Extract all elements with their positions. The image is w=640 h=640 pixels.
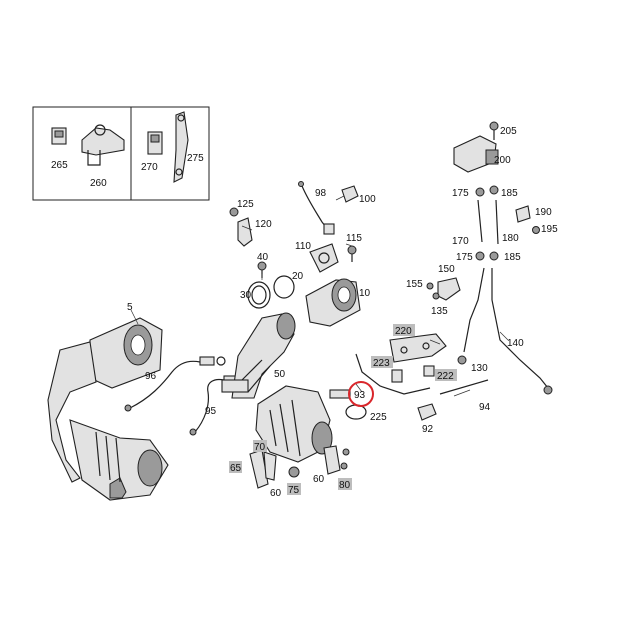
label-130: 130 — [471, 363, 488, 374]
label-115: 115 — [346, 233, 362, 244]
bracket-260-drawing — [81, 124, 125, 166]
nut-75-drawing — [288, 466, 300, 478]
label-30: 30 — [240, 290, 252, 301]
bolt-115-drawing — [347, 245, 357, 262]
label-185b: 185 — [504, 252, 521, 263]
clamp-30-drawing — [247, 281, 271, 309]
label-205: 205 — [500, 126, 517, 137]
label-185a: 185 — [501, 188, 518, 199]
bracket-150-drawing — [426, 277, 461, 301]
label-40: 40 — [257, 252, 269, 263]
clamp-100-drawing — [341, 185, 359, 203]
label-190: 190 — [535, 207, 552, 218]
tube-94-drawing — [439, 379, 489, 395]
part-labels: 5 10 20 30 40 50 60 60 65 70 75 80 92 93… — [51, 126, 558, 499]
label-120: 120 — [255, 219, 272, 230]
label-175a: 175 — [452, 188, 469, 199]
label-195: 195 — [541, 224, 558, 235]
label-225: 225 — [370, 412, 387, 423]
highlight-circle-93 — [348, 381, 374, 407]
label-98: 98 — [315, 188, 327, 199]
label-65: 65 — [230, 463, 242, 474]
label-100: 100 — [359, 194, 376, 205]
label-20: 20 — [292, 271, 304, 282]
label-92: 92 — [422, 424, 434, 435]
clip-270-drawing — [147, 131, 163, 155]
catalytic-converter-10-drawing — [305, 278, 361, 327]
label-94: 94 — [479, 402, 491, 413]
hose-170-180-drawing — [475, 185, 499, 261]
gasket-20-drawing — [273, 275, 295, 299]
label-260: 260 — [90, 178, 107, 189]
label-125: 125 — [237, 199, 254, 210]
label-155: 155 — [406, 279, 423, 290]
label-110: 110 — [295, 241, 311, 252]
label-boxes — [229, 324, 457, 495]
inset-box — [32, 106, 210, 201]
fitting-190-195-drawing — [515, 205, 540, 234]
label-75: 75 — [288, 485, 300, 496]
sensor-cable-96-drawing — [124, 356, 226, 412]
label-270: 270 — [141, 162, 158, 173]
label-222: 222 — [437, 371, 454, 382]
label-80: 80 — [339, 480, 351, 491]
label-96: 96 — [145, 371, 157, 382]
label-170: 170 — [452, 236, 469, 247]
clamp-223-drawing — [391, 369, 403, 383]
pipe-140-drawing — [457, 267, 553, 395]
leader-lines — [130, 195, 509, 397]
bracket-120-drawing — [229, 207, 253, 247]
label-60b: 60 — [313, 474, 325, 485]
nut-92-drawing — [417, 403, 437, 421]
front-pipe-50-drawing — [221, 312, 296, 399]
label-223: 223 — [373, 358, 390, 369]
label-140: 140 — [507, 338, 524, 349]
catalytic-converter-left-drawing — [47, 317, 169, 501]
bracket-275-drawing — [173, 111, 189, 183]
clip-265-drawing — [51, 127, 67, 145]
bracket-70-drawing — [249, 449, 277, 489]
label-95: 95 — [205, 406, 217, 417]
label-175b: 175 — [456, 252, 473, 263]
label-200: 200 — [494, 155, 511, 166]
label-220: 220 — [395, 326, 412, 337]
pressure-sensor-200-drawing — [453, 121, 499, 173]
label-50: 50 — [274, 369, 286, 380]
label-265: 265 — [51, 160, 68, 171]
cable-98-drawing — [298, 181, 335, 235]
label-10: 10 — [359, 288, 371, 299]
label-70: 70 — [254, 442, 266, 453]
label-5: 5 — [127, 302, 133, 313]
label-180: 180 — [502, 233, 519, 244]
clamp-222-drawing — [423, 365, 435, 377]
catalytic-converter-right-drawing — [255, 385, 333, 463]
label-135: 135 — [431, 306, 448, 317]
clamp-225-drawing — [345, 404, 367, 420]
flange-110-drawing — [309, 243, 339, 273]
label-60a: 60 — [270, 488, 282, 499]
label-150: 150 — [438, 264, 455, 275]
label-275: 275 — [187, 153, 204, 164]
bracket-220-drawing — [389, 333, 447, 363]
bracket-80-drawing — [323, 445, 350, 475]
label-93: 93 — [354, 390, 366, 401]
